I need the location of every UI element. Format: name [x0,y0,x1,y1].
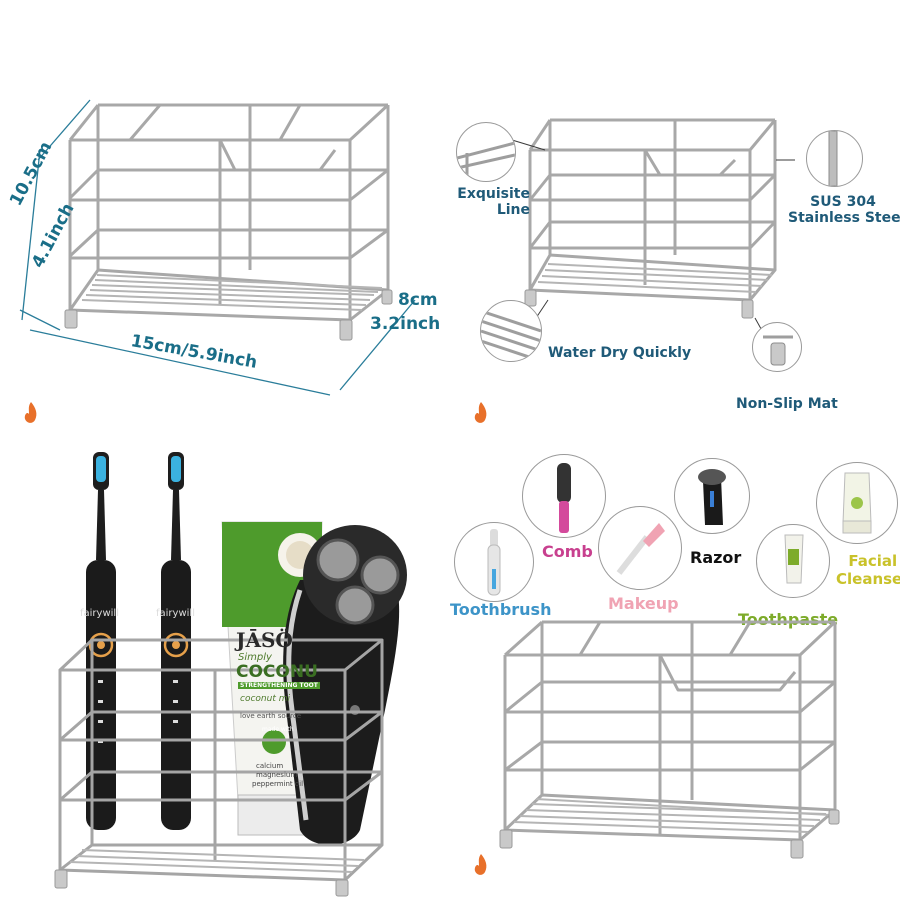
makeup-brush-icon [616,523,665,575]
makeup-circle [598,506,682,590]
uses-panel: Comb Razor Facial Cleanser Toothbrush Ma… [450,450,900,900]
brand-flame-icon [24,402,37,423]
toothbrush-icon [487,529,501,596]
makeup-label: Makeup [608,594,679,613]
brand-flame-icon [474,854,487,875]
exquisite-line-label: Exquisite Line [456,186,530,218]
sus-304-label: SUS 304 [810,194,876,210]
brush-brand-right: fairywill [156,608,195,619]
comb-label: Comb [542,542,593,561]
toothpaste-label: Toothpaste [738,610,839,629]
toothpaste-icon [784,534,804,584]
razor-icon [698,469,726,525]
products-illustration [54,452,407,897]
tube-earth: love earth source [240,712,302,720]
water-dry-label: Water Dry Quickly [548,345,692,361]
exquisite-line-detail [456,122,516,182]
comb-icon [557,463,571,533]
tube-ing2: magnesium [256,771,298,779]
facial-label-2: Cleanser [836,570,900,588]
in-use-panel: fairywill fairywill JĀSÖ Simply COCONU S… [0,450,450,900]
facial-label: Facial Cleanser [836,552,900,588]
tube-ing3: peppermint oil [252,780,304,788]
tube-badge: made with [262,726,294,733]
facial-cleanser-icon [842,472,872,534]
toothbrush-right [161,452,191,830]
non-slip-mat-detail [752,322,802,372]
toothbrush-circle [454,522,534,602]
toothbrush-label: Toothbrush [450,600,552,619]
facial-label-1: Facial [848,552,898,570]
tube-brand: JĀSÖ [236,628,293,652]
toothpaste-circle [756,524,830,598]
razor-label: Razor [690,548,742,567]
tube-script2: coconut mi [240,694,290,704]
non-slip-mat-label: Non-Slip Mat [736,396,838,412]
steel-label: SUS 304 Stainless Steel [788,194,900,226]
comb-circle [522,454,606,538]
facial-cleanser-circle [816,462,898,544]
tube-small: STRENGTHENING TOOT [238,682,320,689]
holder-illustration [19,99,416,396]
holder-illustration-uses [499,620,840,859]
depth-inch-label: 3.2inch [370,314,441,334]
brush-brand-left: fairywill [80,608,119,619]
exquisite-label: Exquisite [457,186,530,202]
tube-coconut: COCONU [236,662,318,682]
stainless-steel-label: Stainless Steel [788,210,900,226]
features-panel: Exquisite Line SUS 304 Stainless Steel W… [450,0,900,450]
depth-cm-label: 8cm [398,290,438,310]
dimensions-panel: 10.5cm 4.1inch 8cm 3.2inch 15cm/5.9inch [0,0,450,450]
stainless-steel-detail [806,130,863,187]
tube-ing1: calcium [256,762,284,770]
holder-illustration-features [511,118,795,346]
water-dry-detail [480,300,542,362]
brand-flame-icon [474,402,487,423]
line-label: Line [496,202,530,218]
tube-script: Simply [238,652,272,663]
razor-circle [674,458,750,534]
